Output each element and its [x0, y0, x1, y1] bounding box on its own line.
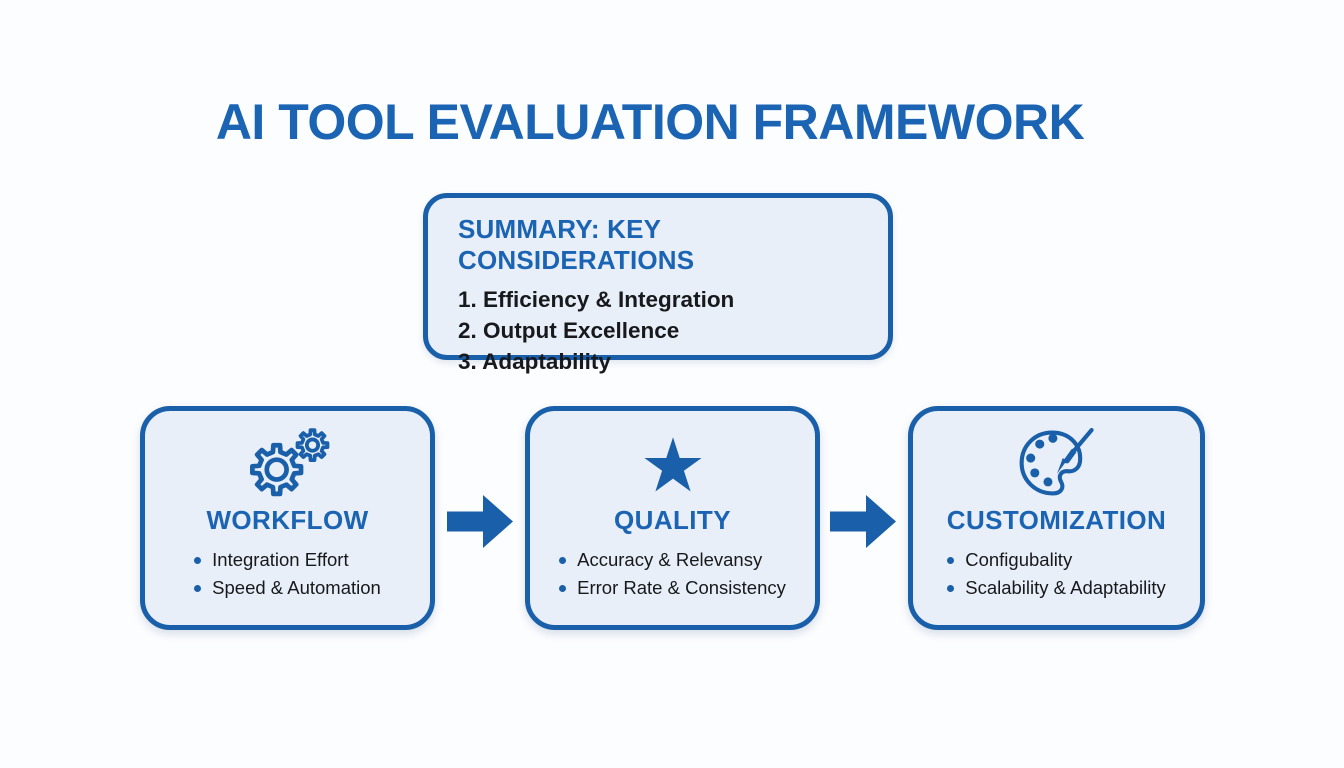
gears-icon [239, 419, 337, 507]
bullet-text: Speed & Automation [212, 577, 381, 598]
stage-card-customization: CUSTOMIZATION Configubality Scalability … [908, 406, 1205, 630]
bullet-text: Scalability & Adaptability [965, 577, 1166, 598]
summary-item: 2. Output Excellence [458, 318, 680, 343]
bullet-dot [194, 584, 202, 592]
stage-title: QUALITY [614, 505, 731, 535]
palette-icon [1015, 419, 1099, 507]
stage-bullet-list: Accuracy & Relevansy Error Rate & Consis… [559, 546, 786, 602]
summary-item: 3. Adaptability [458, 349, 611, 374]
bullet-dot [559, 556, 567, 564]
bullet-item: Accuracy & Relevansy [559, 546, 786, 574]
summary-box: SUMMARY: KEY CONSIDERATIONS 1. Efficienc… [423, 193, 893, 374]
bullet-text: Integration Effort [212, 549, 349, 570]
star-icon [643, 419, 703, 507]
bullet-item: Scalability & Adaptability [947, 574, 1166, 602]
bullet-dot [947, 556, 955, 564]
summary-title: SUMMARY: KEY CONSIDERATIONS [458, 214, 695, 275]
flow-arrow [830, 495, 896, 548]
bullet-item: Integration Effort [194, 546, 381, 574]
stage-bullet-list: Integration Effort Speed & Automation [194, 546, 381, 602]
stage-card-workflow: WORKFLOW Integration Effort Speed & Auto… [140, 406, 435, 630]
bullet-dot [194, 556, 202, 564]
bullet-text: Accuracy & Relevansy [577, 549, 763, 570]
flow-arrow [447, 495, 513, 548]
bullet-text: Error Rate & Consistency [577, 577, 786, 598]
stage-title: CUSTOMIZATION [946, 505, 1167, 535]
bullet-item: Speed & Automation [194, 574, 381, 602]
bullet-item: Error Rate & Consistency [559, 574, 786, 602]
stage-bullet-list: Configubality Scalability & Adaptability [947, 546, 1166, 602]
summary-item: 1. Efficiency & Integration [458, 287, 735, 312]
stage-card-quality: QUALITY Accuracy & Relevansy Error Rate … [525, 406, 820, 630]
bullet-dot [947, 584, 955, 592]
stage-title: WORKFLOW [206, 505, 369, 535]
page-title: AI TOOL EVALUATION FRAMEWORK [215, 94, 1085, 150]
bullet-item: Configubality [947, 546, 1166, 574]
bullet-dot [559, 584, 567, 592]
bullet-text: Configubality [965, 549, 1073, 570]
